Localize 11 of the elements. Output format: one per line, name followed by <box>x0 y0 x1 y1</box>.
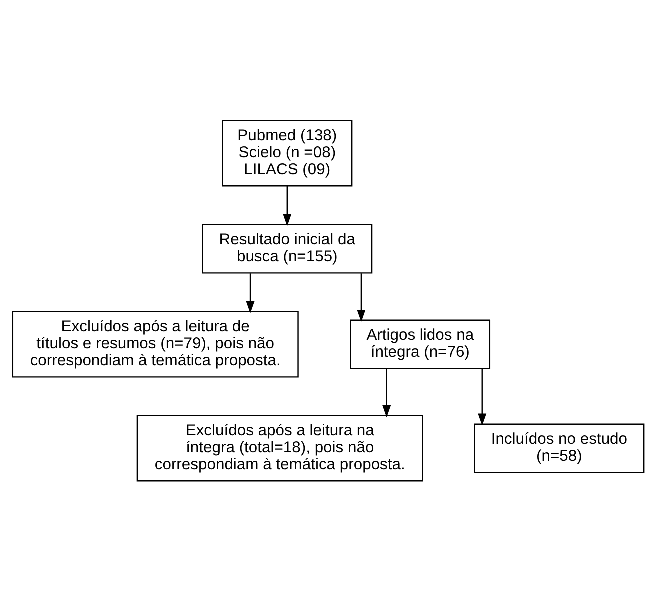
arrow <box>283 186 292 226</box>
arrow <box>478 368 487 426</box>
node-box: Excluídos após a leitura na íntegra (total=18), pois não correspondiam à temática proposta. <box>136 414 424 482</box>
node-box: Incluídos no estudo (n=58) <box>474 423 645 473</box>
node-box: Resultado inicial da busca (n=155) <box>202 224 373 274</box>
node-box: Artigos lidos na íntegra (n=76) <box>350 319 491 369</box>
node-box: Pubmed (138) Scielo (n =08) LILACS (09) <box>222 120 353 186</box>
arrow <box>246 273 255 314</box>
arrow <box>382 368 392 418</box>
arrow <box>357 273 366 322</box>
node-box: Excluídos após a leitura de títulos e resumos (n=79), pois não correspondiam à temática proposta. <box>12 310 299 378</box>
